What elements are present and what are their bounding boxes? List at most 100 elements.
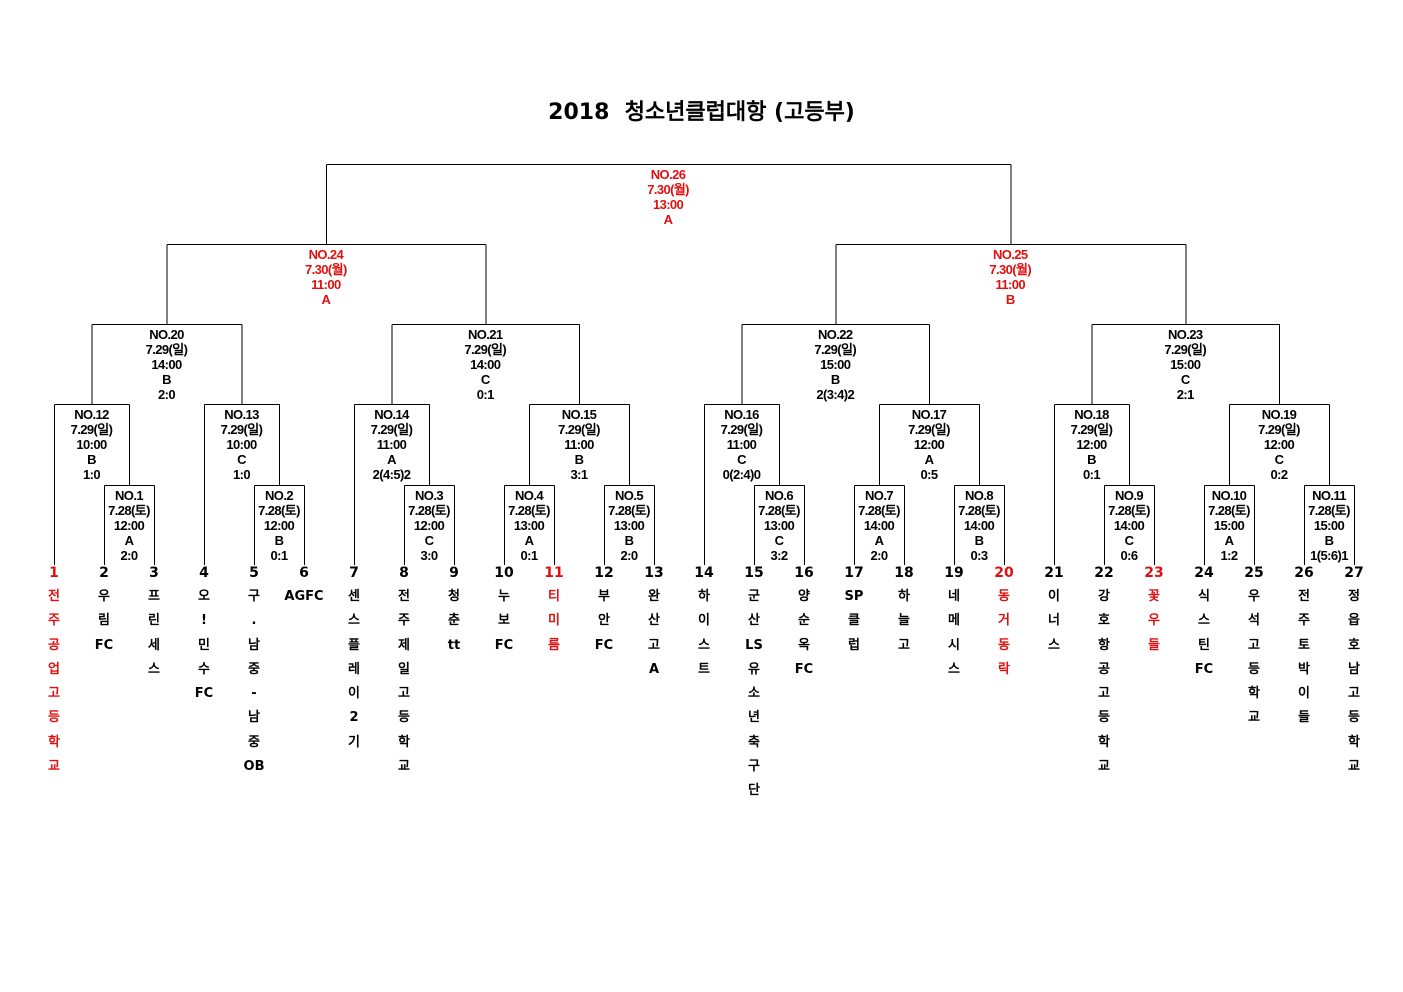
match-date: 7.29(일) [220, 422, 263, 437]
team-name-char: A [648, 661, 660, 677]
team-number: 22 [1094, 565, 1114, 581]
match-field: B [274, 533, 284, 548]
team-name-char: 고 [398, 686, 410, 702]
team-name-char: 완 [648, 589, 660, 604]
match-field: B [162, 372, 171, 387]
team-name-char: 공 [1098, 661, 1110, 677]
team-name-char: 꽃 [1148, 589, 1160, 604]
team-name-char: 순 [798, 613, 810, 629]
match-score: 3:2 [770, 548, 789, 563]
match-date: 7.28(토) [958, 503, 1000, 518]
team-name-char: 럽 [848, 637, 860, 653]
match-time: 12:00 [413, 518, 445, 533]
team-name-char: 누 [498, 589, 510, 604]
team-name-char: 고 [648, 637, 660, 653]
match-field: B [87, 452, 96, 467]
team-name-char: 너 [1048, 613, 1060, 629]
team-name-char: 이 [348, 686, 360, 702]
team-name-char: 이 [1298, 686, 1310, 702]
team-name-char: 고 [1248, 637, 1260, 653]
team-name-char: 읍 [1348, 613, 1360, 629]
team-name-char: 구 [748, 759, 760, 775]
team-number: 6 [299, 565, 309, 581]
team-name-char: 제 [398, 637, 410, 653]
match-date: 7.29(일) [145, 342, 188, 357]
match-time: 10:00 [76, 437, 107, 452]
match-time: 12:00 [113, 518, 145, 533]
match-field: B [1005, 292, 1015, 307]
team-name-char: 고 [898, 637, 910, 653]
team-number: 18 [894, 565, 914, 581]
team-name-char: AGFC [284, 589, 324, 604]
match-time: 11:00 [564, 437, 594, 452]
match-field: A [663, 212, 673, 227]
match-no: NO.14 [374, 407, 409, 422]
match-date: 7.29(일) [70, 422, 113, 437]
team-name-char: 스 [698, 637, 710, 653]
team-name-char: 춘 [448, 613, 460, 629]
match-time: 11:00 [726, 437, 757, 452]
match-field: C [1124, 533, 1134, 548]
match-no: NO.1 [115, 488, 144, 503]
